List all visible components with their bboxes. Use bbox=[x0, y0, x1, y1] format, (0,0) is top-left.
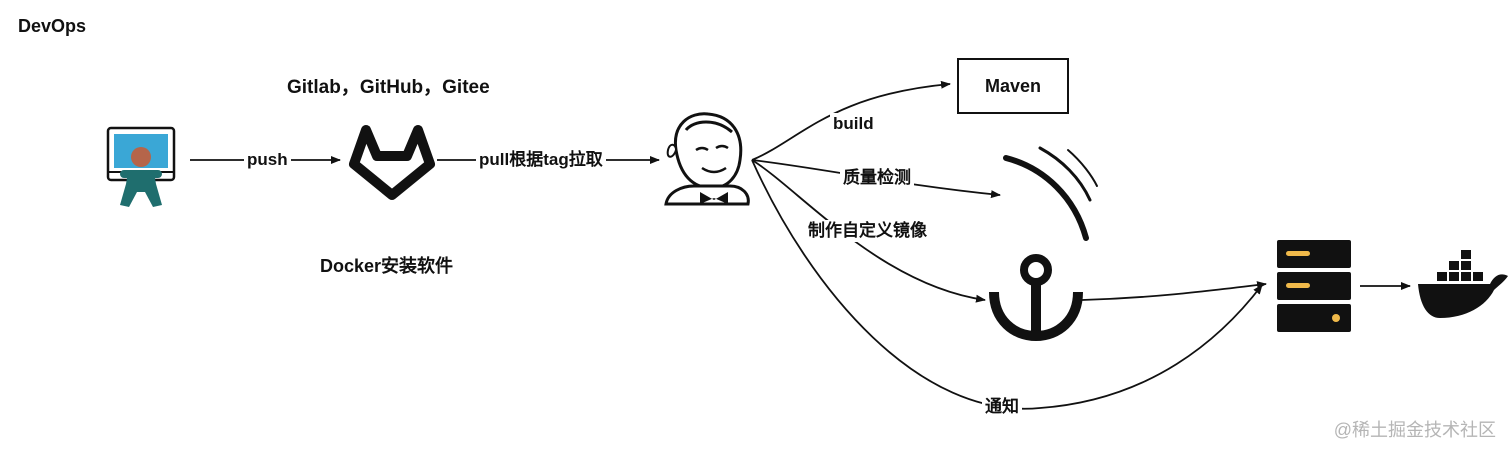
build-arrow bbox=[751, 80, 951, 161]
sonarqube-icon bbox=[1003, 146, 1098, 241]
docker-install-label: Docker安装软件 bbox=[320, 256, 454, 276]
server-icon bbox=[1277, 240, 1351, 332]
diagram-title: DevOps bbox=[18, 16, 87, 36]
watermark: @稀土掘金技术社区 bbox=[1333, 420, 1496, 440]
maven-box: Maven bbox=[957, 58, 1069, 114]
image-label: 制作自定义镜像 bbox=[805, 220, 930, 242]
quality-label: 质量检测 bbox=[840, 167, 914, 189]
notify-arrow bbox=[751, 159, 1263, 410]
docker-whale-icon bbox=[1418, 250, 1508, 318]
push-label: push bbox=[244, 149, 291, 171]
repos-label: Gitlab，GitHub，Gitee bbox=[287, 77, 490, 98]
harbor-anchor-icon bbox=[989, 254, 1083, 342]
gitlab-icon bbox=[349, 125, 435, 200]
build-label: build bbox=[830, 113, 877, 135]
notify-label: 通知 bbox=[982, 396, 1022, 418]
developer-computer-icon bbox=[106, 126, 176, 207]
pull-label: pull根据tag拉取 bbox=[476, 149, 606, 171]
jenkins-icon bbox=[664, 112, 750, 206]
push-image-arrow bbox=[1081, 281, 1267, 301]
